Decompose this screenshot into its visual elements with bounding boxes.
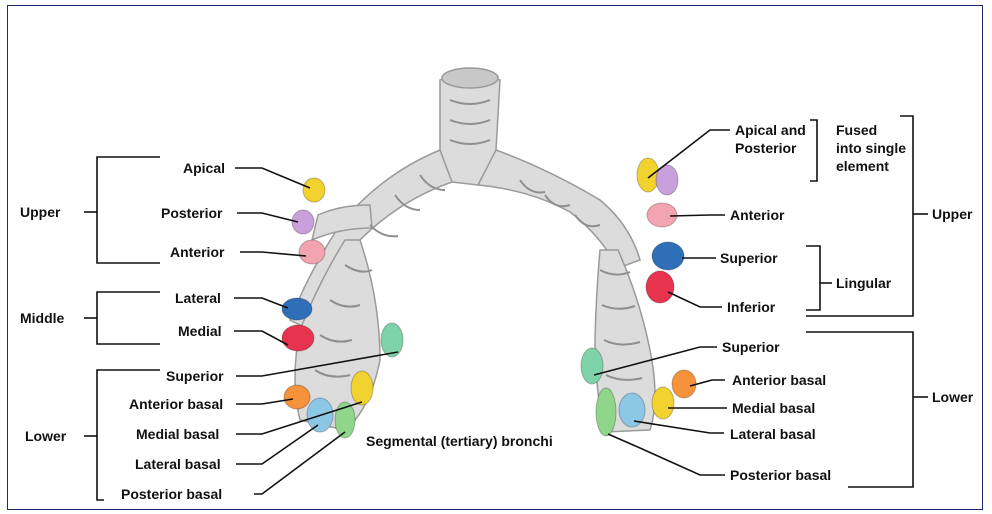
fused-note-label: Fused into single element: [836, 121, 906, 175]
left-posterior-basal-label: Posterior basal: [730, 467, 831, 483]
left-lateral-basal-label: Lateral basal: [730, 426, 816, 442]
right-medial-basal-segment: [351, 371, 373, 405]
right-apical-label: Apical: [183, 160, 225, 176]
right-lower-lobe-label: Lower: [25, 428, 66, 444]
left-superior-lower-label: Superior: [722, 339, 780, 355]
left-anterior-segment: [647, 203, 677, 227]
trachea-opening: [442, 68, 498, 88]
left-medial-basal-segment: [652, 387, 674, 419]
left-anterior-label: Anterior: [730, 207, 784, 223]
left-superior-lower-segment: [581, 348, 603, 384]
left-anterior-basal-segment: [672, 370, 696, 398]
right-medial-basal-label: Medial basal: [136, 426, 219, 442]
right-upper-lobe-label: Upper: [20, 204, 60, 220]
right-anterior-basal-label: Anterior basal: [129, 396, 223, 412]
right-superior-label: Superior: [166, 368, 224, 384]
left-apical-posterior-label: Apical and Posterior: [735, 121, 815, 157]
lingular-label: Lingular: [836, 275, 891, 291]
left-inferior-lingular-label: Inferior: [727, 299, 775, 315]
right-anterior-segment: [299, 240, 325, 264]
left-lower-lobe-label: Lower: [932, 389, 973, 405]
left-inferior-lingular-segment: [646, 271, 674, 303]
right-posterior-basal-label: Posterior basal: [121, 486, 222, 502]
left-upper-lobe-label: Upper: [932, 206, 972, 222]
right-anterior-label: Anterior: [170, 244, 224, 260]
left-medial-basal-label: Medial basal: [732, 400, 815, 416]
right-medial-label: Medial: [178, 323, 222, 339]
left-apical-posterior-segment-a: [637, 158, 659, 192]
right-anterior-basal-segment: [284, 385, 310, 409]
right-posterior-label: Posterior: [161, 205, 222, 221]
right-lateral-label: Lateral: [175, 290, 221, 306]
right-apical-segment: [303, 178, 325, 202]
right-medial-segment: [282, 325, 314, 351]
left-superior-lingular-label: Superior: [720, 250, 778, 266]
left-posterior-basal-segment: [596, 388, 616, 436]
left-superior-lingular-segment: [652, 242, 684, 270]
right-lateral-basal-label: Lateral basal: [135, 456, 221, 472]
right-lateral-segment: [282, 298, 312, 320]
left-anterior-basal-label: Anterior basal: [732, 372, 826, 388]
right-superior-segment: [381, 323, 403, 357]
segmental-bronchi-label: Segmental (tertiary) bronchi: [366, 433, 553, 449]
right-middle-lobe-label: Middle: [20, 310, 64, 326]
